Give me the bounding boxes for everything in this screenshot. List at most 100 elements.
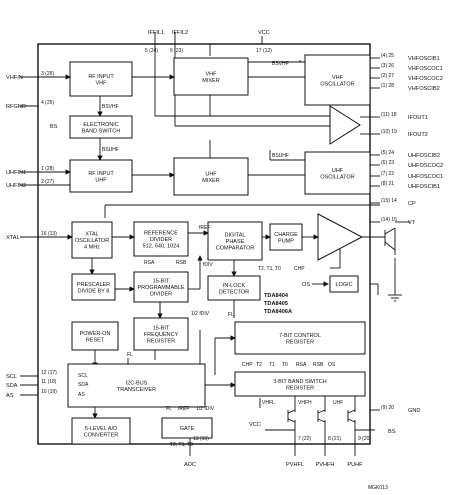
signal-label: FL [228,312,234,318]
block-box [207,275,261,301]
block-logic: LOGIC [329,275,359,293]
signal-label: BSUHF [272,153,289,159]
block-label: REFERENCE [144,231,178,237]
i2c-pin-label: AS [78,392,85,398]
block-box [304,54,371,106]
pin-number: (8) 21 [381,181,394,187]
i2c-pin-label: SDA [78,382,89,388]
pin-number: (15) 14 [381,198,397,204]
pin-number: 10 (19) [41,389,57,395]
pin-label: IFFIL1 [148,30,164,36]
pin-number: (1) 28 [381,83,394,89]
block-box [234,371,366,397]
block-label: I2C-BUS [126,380,148,386]
block-label: 3-BIT BAND SWITCH [273,379,326,385]
block-label: UHF [95,177,107,183]
block-box [207,221,263,261]
gate-bits-label: T2, T1, T0 [170,442,193,448]
pin-label: IFFIL2 [172,30,188,36]
pin-number: 8 (21) [328,436,341,442]
block-box [69,61,133,97]
pin-number: 2 (27) [41,179,54,185]
pin-label: VHFOSCIB2 [408,86,440,92]
block-box [67,363,206,408]
band-bit-label: UHF [333,400,343,406]
block-box [133,271,189,303]
pin-label: UHFOSCOC1 [408,174,443,180]
signal-label: 1/2 fDIV [191,311,210,317]
block-box [133,221,189,257]
control-bit-label: RSB [313,362,324,368]
pin-number: 6 (23) [170,48,183,54]
vcc-label: VCC [249,422,261,428]
pin-number: 17 (12) [256,48,272,54]
pin-label: CP [408,201,416,207]
block-label: ELECTRONIC [83,122,118,128]
pin-label: RFGND [6,104,26,110]
pin-number: (11) 18 [381,112,397,118]
pin-label: XTAL [6,235,20,241]
part-number: TDA8406A [264,309,292,315]
block-box [161,417,213,439]
block-label: OSCILLATOR [320,81,354,87]
gate-input-label: fREF [178,406,189,412]
pin-label: IFOUT1 [408,115,428,121]
pin-label: SDA [6,383,18,389]
signal-label: FL [127,352,133,358]
pin-number: (6) 23 [381,160,394,166]
pin-number: 12 (17) [41,370,57,376]
block-box [69,159,133,193]
block-label: MIXER [202,78,219,84]
pin-number: (5) 24 [381,150,394,156]
pin-label: VHFOSCIB1 [408,56,440,62]
pin-label: VT [408,220,416,226]
block-label: DIVIDER [150,292,172,298]
pin-number: (4) 25 [381,53,394,59]
block-label: UHF [332,168,344,174]
pin-number: 4 (25) [41,100,54,106]
block-box [71,417,131,445]
block-box [329,275,359,293]
pin-number: 3 (26) [41,71,54,77]
ground-icon [388,294,402,302]
block-box [71,273,116,301]
control-bit-label: T2 [256,362,262,368]
control-bit-label: T0 [282,362,288,368]
part-number: TDA8405 [264,301,288,307]
block-box [234,321,366,355]
block-box [269,223,303,251]
block-label: GATE [180,426,195,432]
control-bit-label: T1 [269,362,275,368]
block-label: RF INPUT [88,74,114,80]
block-label: COMPARATOR [216,246,255,252]
block-label: VHF [206,71,218,77]
pin-label: VHFIN [6,75,23,81]
block-label: TRANSCEIVER [117,387,156,393]
vcc-label: VCC [258,30,270,36]
figure-id: MGK013 [368,485,388,491]
pin-label: IFOUT2 [408,132,428,138]
pin-number: 1 (28) [41,166,54,172]
block-label: 5-LEVEL A/D [85,426,117,432]
block-label: PRESCALER [77,282,110,288]
pin-number: (14) 15 [381,217,397,223]
block-label: UHF [205,171,217,177]
signal-label: BSVHF [272,61,289,67]
signal-label: fREF [199,225,210,231]
pin-number: (9) 20 [381,405,394,411]
block-label: DIVIDE BY 8 [78,288,110,294]
block-label: RESET [86,337,105,343]
block-label: 15-BIT [153,326,170,332]
signal-label: OS [302,282,310,288]
band-bit-label: VHFH [298,400,312,406]
